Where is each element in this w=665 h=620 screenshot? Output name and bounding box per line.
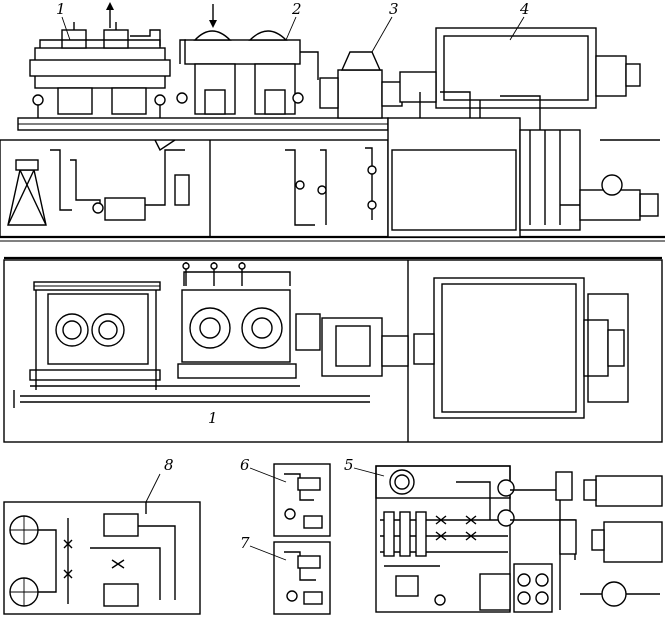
plan-view: 1 — [3, 259, 663, 443]
plan-motor — [413, 277, 629, 419]
plan-callout-1: 1 — [208, 409, 218, 427]
plan-compressor-2 — [177, 262, 297, 379]
detail-views: 8 6 7 — [3, 456, 663, 615]
callout-7: 7 — [240, 534, 250, 552]
callout-2: 2 — [291, 0, 302, 18]
front-elevation: 1 2 3 4 — [0, 0, 665, 242]
basement-equipment-right — [387, 91, 660, 238]
compressor-unit-1 — [29, 22, 171, 118]
gearbox-3 — [319, 51, 403, 119]
callout-8: 8 — [164, 456, 174, 474]
detail-6-7-panels: 6 7 — [240, 456, 331, 615]
callout-6: 6 — [240, 456, 250, 474]
plan-gearbox — [295, 313, 409, 377]
callout-5: 5 — [344, 456, 354, 474]
detail-8-pump-station: 8 — [3, 456, 201, 615]
detail-5-oil-system: 5 — [344, 456, 663, 613]
plan-compressor-1 — [29, 281, 161, 390]
compressor-unit-2 — [176, 30, 319, 115]
electric-motor-4 — [399, 27, 641, 109]
basement-equipment-left — [0, 139, 389, 238]
callout-1: 1 — [56, 0, 66, 18]
callout-4: 4 — [519, 0, 530, 18]
callout-3: 3 — [389, 0, 399, 18]
elevation-callouts: 1 2 3 4 — [56, 0, 530, 53]
